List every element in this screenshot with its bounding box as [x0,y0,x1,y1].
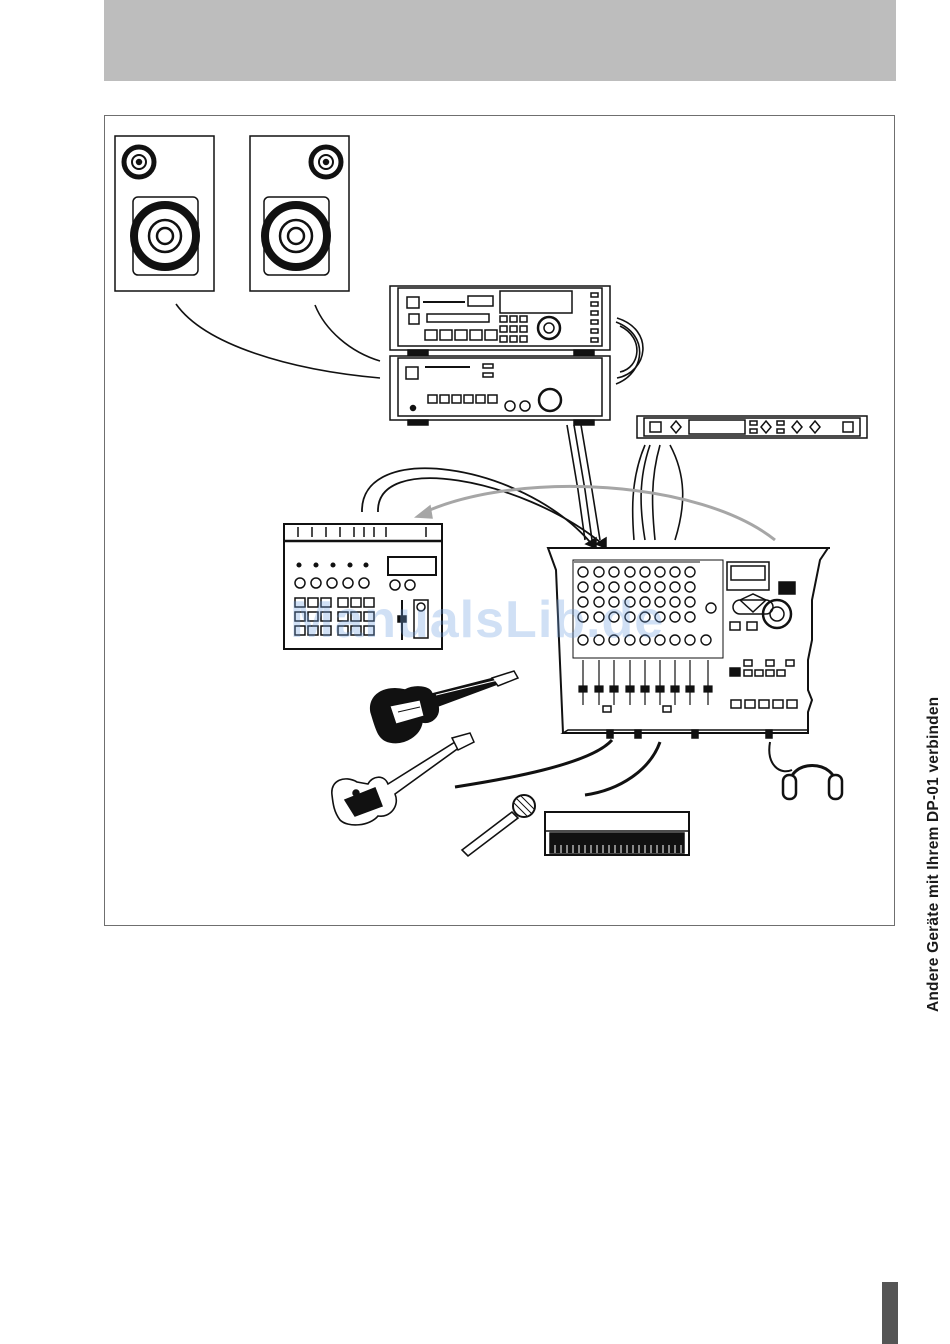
cd-recorder-icon [390,286,610,355]
effects-processor-icon [637,416,867,438]
keyboard-icon [545,812,689,855]
bass-guitar-icon [332,733,474,825]
section-title-vertical: Andere Geräte mit Ihrem DP-01 verbinden [925,697,943,1012]
amplifier-icon [390,356,610,425]
watermark: ManualsLib.de [290,590,664,650]
microphone-icon [462,795,535,856]
page-edge-tab [882,1282,898,1344]
electric-guitar-icon [371,671,518,743]
speaker-left-icon [115,136,214,291]
speaker-right-icon [250,136,349,291]
